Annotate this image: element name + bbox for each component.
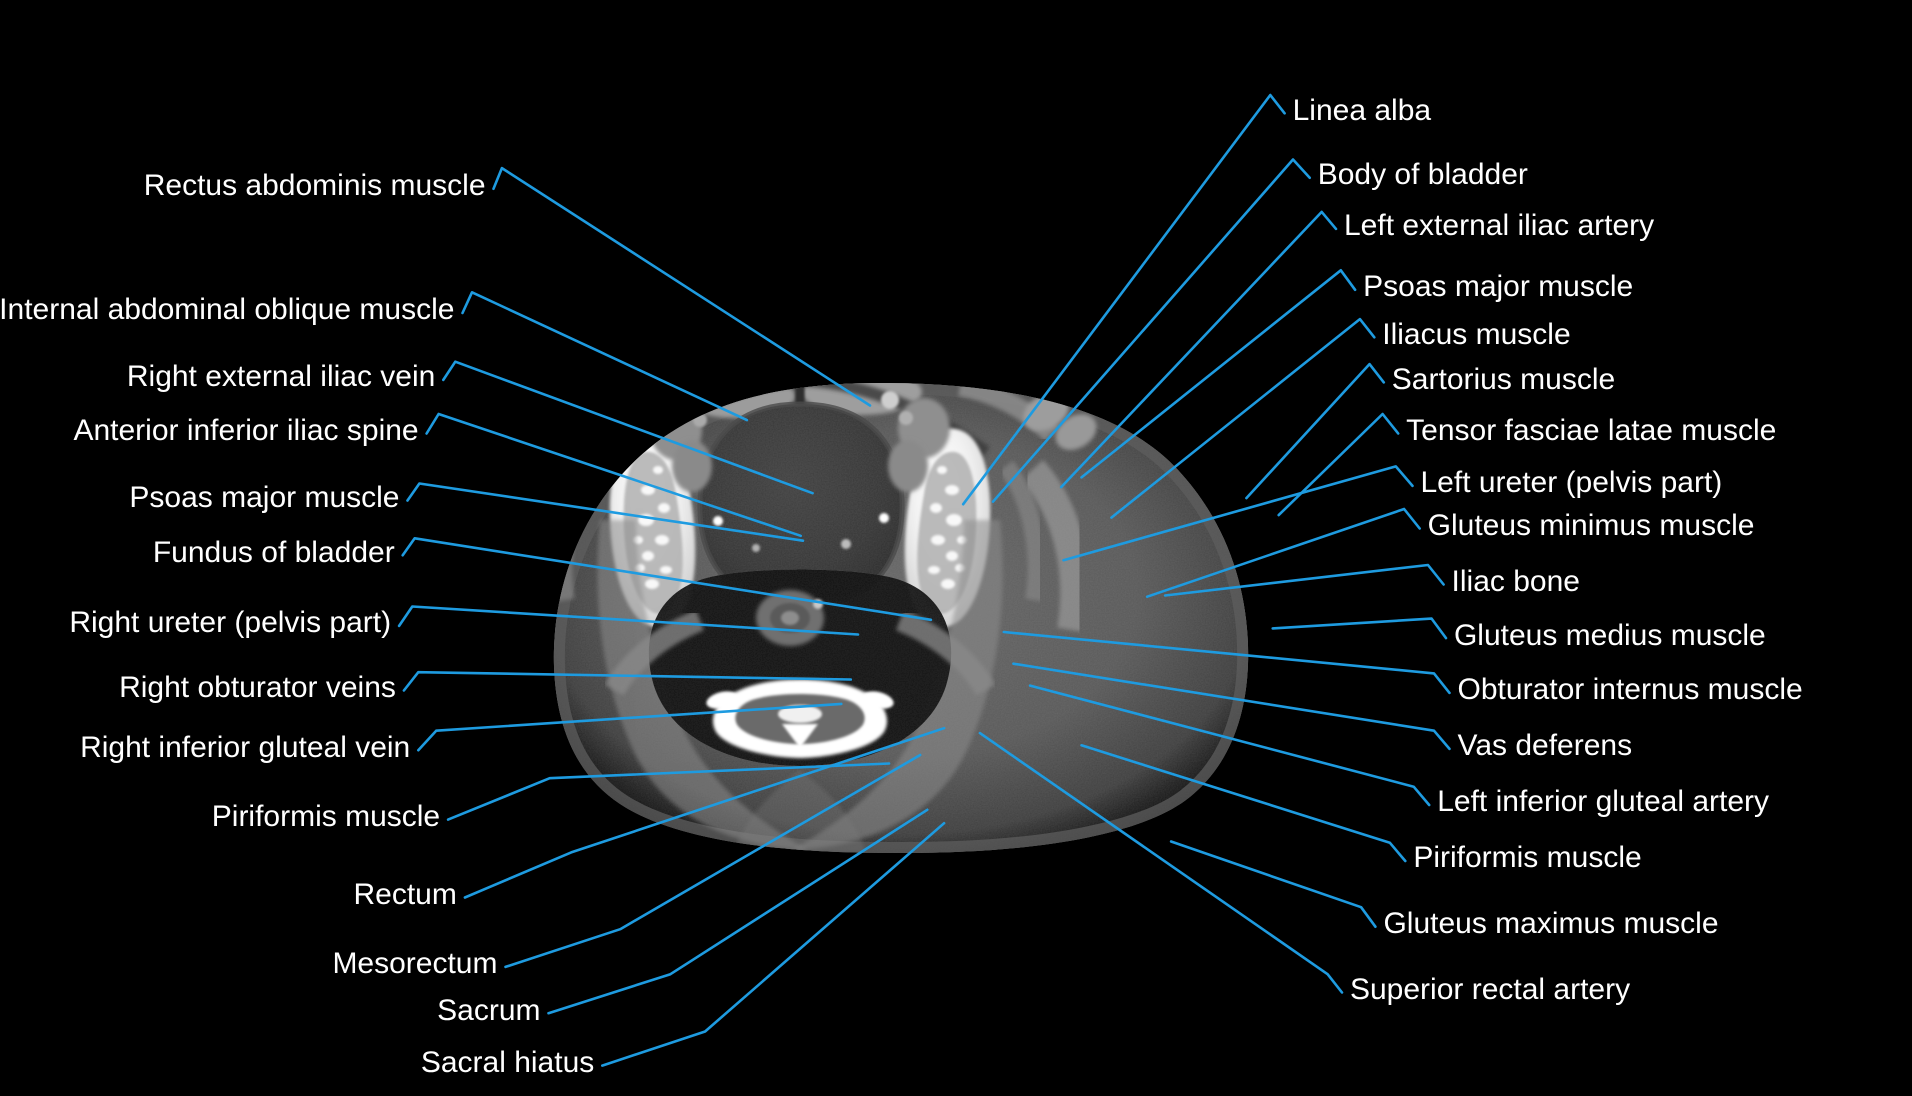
leader-line-fundus-of-bladder [401, 537, 933, 622]
leader-line-tensor-fasciae-latae-muscle [1277, 412, 1400, 517]
leader-line-right-external-iliac-vein [442, 360, 814, 495]
leader-line-vas-deferens [1012, 662, 1451, 751]
leader-line-iliac-bone [1163, 563, 1445, 597]
leader-line-mesorectum [504, 753, 922, 969]
leader-line-obturator-internus-muscle [1002, 630, 1451, 695]
leader-line-sacral-hiatus [601, 821, 946, 1067]
leader-line-rectus-abdominis-muscle [492, 166, 872, 407]
leader-line-psoas-major-muscle-right [406, 482, 805, 542]
leader-line-left-inferior-gluteal-artery [1028, 684, 1431, 807]
leader-line-sacrum [547, 808, 929, 1015]
leader-line-rectum [463, 726, 946, 899]
leader-line-right-inferior-gluteal-vein [417, 702, 843, 752]
leader-line-gluteus-medius-muscle [1271, 617, 1448, 640]
leader-line-linea-alba [961, 93, 1286, 506]
leader-line-right-obturator-veins [402, 670, 853, 692]
leader-line-left-external-iliac-artery [1059, 210, 1338, 489]
leader-line-left-ureter-pelvis-part [1062, 465, 1414, 562]
leader-line-gluteus-maximus-muscle [1169, 840, 1377, 928]
leader-line-gluteus-minimus-muscle [1145, 507, 1421, 598]
leader-line-psoas-major-muscle-left [1080, 269, 1357, 479]
leader-line-internal-abdominal-oblique-muscle [461, 291, 749, 422]
leader-line-iliacus-muscle [1110, 317, 1376, 519]
leader-line-anterior-inferior-iliac-spine [425, 412, 802, 538]
leader-line-superior-rectal-artery [978, 731, 1344, 994]
leader-line-piriformis-muscle-left [1080, 744, 1407, 863]
leader-line-piriformis-muscle-right [446, 762, 891, 821]
leader-line-sartorius-muscle [1245, 362, 1386, 500]
leader-line-right-ureter-pelvis-part [397, 605, 860, 636]
leader-line-body-of-bladder [991, 158, 1311, 503]
